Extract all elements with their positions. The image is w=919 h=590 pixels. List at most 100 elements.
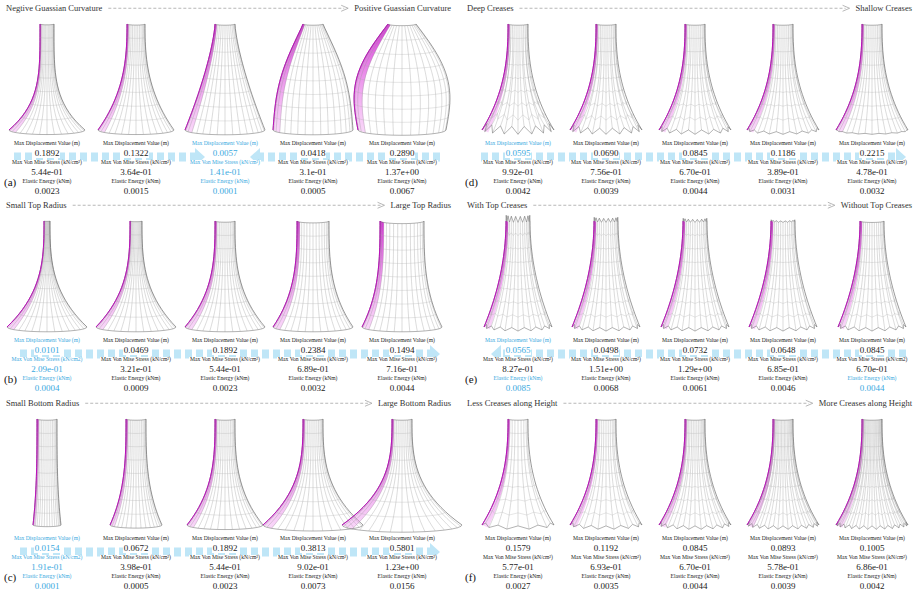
metric-value: 0.0565 — [505, 346, 532, 355]
metric-label: Elastic Energy (kNm) — [377, 376, 428, 382]
mesh-line — [616, 24, 638, 125]
mesh-ring — [392, 432, 412, 433]
metric-label: Max Von Mise Stress (kN/cm²) — [570, 357, 642, 363]
mesh-ring — [388, 24, 416, 26]
edge-highlight — [747, 419, 773, 525]
mesh-ring — [482, 124, 554, 135]
panel-letter: (a) — [3, 177, 17, 188]
mesh-line — [49, 221, 80, 329]
mesh-line — [298, 25, 309, 134]
mesh-ring — [666, 115, 723, 120]
metric-label: Max Von Mise Stress (kN/cm²) — [366, 555, 438, 561]
mesh-line — [689, 420, 694, 529]
metric-label: Elastic Energy (kNm) — [200, 179, 251, 185]
mesh-line — [305, 223, 310, 332]
metric-label: Elastic Energy (kNm) — [493, 376, 544, 382]
mesh-line — [872, 25, 873, 134]
mesh-line — [25, 221, 46, 331]
mesh-line — [527, 24, 551, 131]
metric-label: Max Von Mise Stress (kN/cm²) — [100, 555, 172, 561]
mesh-ring — [291, 287, 335, 290]
mesh-line — [512, 25, 516, 126]
metric-value: 5.44e-01 — [30, 168, 64, 177]
mesh-ring — [849, 497, 894, 501]
panel-title: More Creases along Height — [818, 399, 913, 408]
mesh-ring — [594, 64, 618, 66]
mesh-ring — [591, 261, 621, 263]
metric-value: 0.0073 — [300, 582, 327, 590]
mesh-ring — [759, 300, 808, 304]
metric-value: 0.0893 — [770, 544, 797, 553]
mesh-ring — [34, 512, 59, 514]
mesh-line — [865, 25, 870, 133]
mesh-line — [54, 24, 85, 130]
stress-shading — [354, 24, 390, 133]
metric-value: 1.23e+00 — [384, 563, 420, 572]
mesh-line — [866, 222, 870, 327]
mesh-ring — [362, 327, 442, 332]
mesh-line — [146, 419, 162, 525]
mesh-ring — [596, 37, 616, 38]
mesh-line — [263, 419, 303, 525]
mesh-ring — [22, 117, 72, 120]
mesh-ring — [583, 498, 628, 501]
mesh-line — [750, 24, 774, 131]
mesh-line — [792, 24, 816, 131]
mesh-line — [882, 24, 907, 130]
edge-highlight — [98, 24, 127, 130]
mesh-line — [101, 24, 128, 131]
mesh-line — [146, 419, 162, 525]
title-arrow — [520, 8, 846, 9]
mesh-ring — [508, 419, 528, 420]
edge-highlight — [482, 24, 508, 130]
mesh-line — [57, 419, 61, 525]
mesh-line — [362, 25, 390, 133]
shell-model — [572, 217, 640, 331]
mesh-ring — [588, 89, 624, 92]
mesh-ring — [489, 113, 546, 121]
metric-value: 0.0044 — [682, 582, 709, 590]
panel-letter: (f) — [464, 572, 477, 583]
edge-highlight — [659, 24, 685, 130]
mesh-line — [416, 24, 450, 130]
mesh-line — [844, 420, 864, 524]
mesh-ring — [570, 523, 642, 530]
mesh-line — [704, 420, 725, 524]
mesh-line — [884, 221, 906, 327]
mesh-ring — [508, 24, 528, 25]
stress-shading — [572, 221, 596, 329]
edge-highlight — [273, 221, 297, 327]
panel-title: Positive Guassian Curvature — [353, 4, 452, 13]
mesh-ring — [666, 312, 724, 317]
mesh-ring — [211, 274, 239, 276]
metric-label: Elastic Energy (kNm) — [111, 574, 162, 580]
mesh-ring — [9, 130, 85, 135]
mesh-ring — [126, 432, 146, 433]
mesh-ring — [861, 51, 883, 52]
mesh-ring — [583, 102, 628, 107]
mesh-line — [852, 25, 866, 133]
mesh-ring — [362, 64, 442, 69]
mesh-line — [700, 25, 713, 129]
mesh-ring — [747, 128, 819, 134]
mesh-ring — [281, 314, 345, 318]
stress-shading — [342, 419, 394, 529]
mesh-ring — [213, 37, 236, 38]
mesh-line — [409, 420, 444, 530]
mesh-ring — [589, 274, 624, 276]
mesh-line — [859, 420, 868, 529]
metric-label: Elastic Energy (kNm) — [581, 376, 632, 382]
mesh-line — [482, 24, 508, 130]
mesh-line — [234, 221, 262, 328]
mesh-line — [707, 218, 727, 324]
mesh-line — [402, 224, 403, 332]
mesh-line — [666, 420, 687, 524]
mesh-ring — [19, 314, 75, 317]
mesh-line — [387, 223, 394, 331]
stress-shading — [185, 24, 217, 133]
mesh-line — [704, 419, 728, 526]
mesh-ring — [683, 233, 708, 236]
edge-highlight — [354, 24, 388, 130]
stress-shading — [838, 221, 862, 329]
mesh-line — [274, 221, 298, 328]
